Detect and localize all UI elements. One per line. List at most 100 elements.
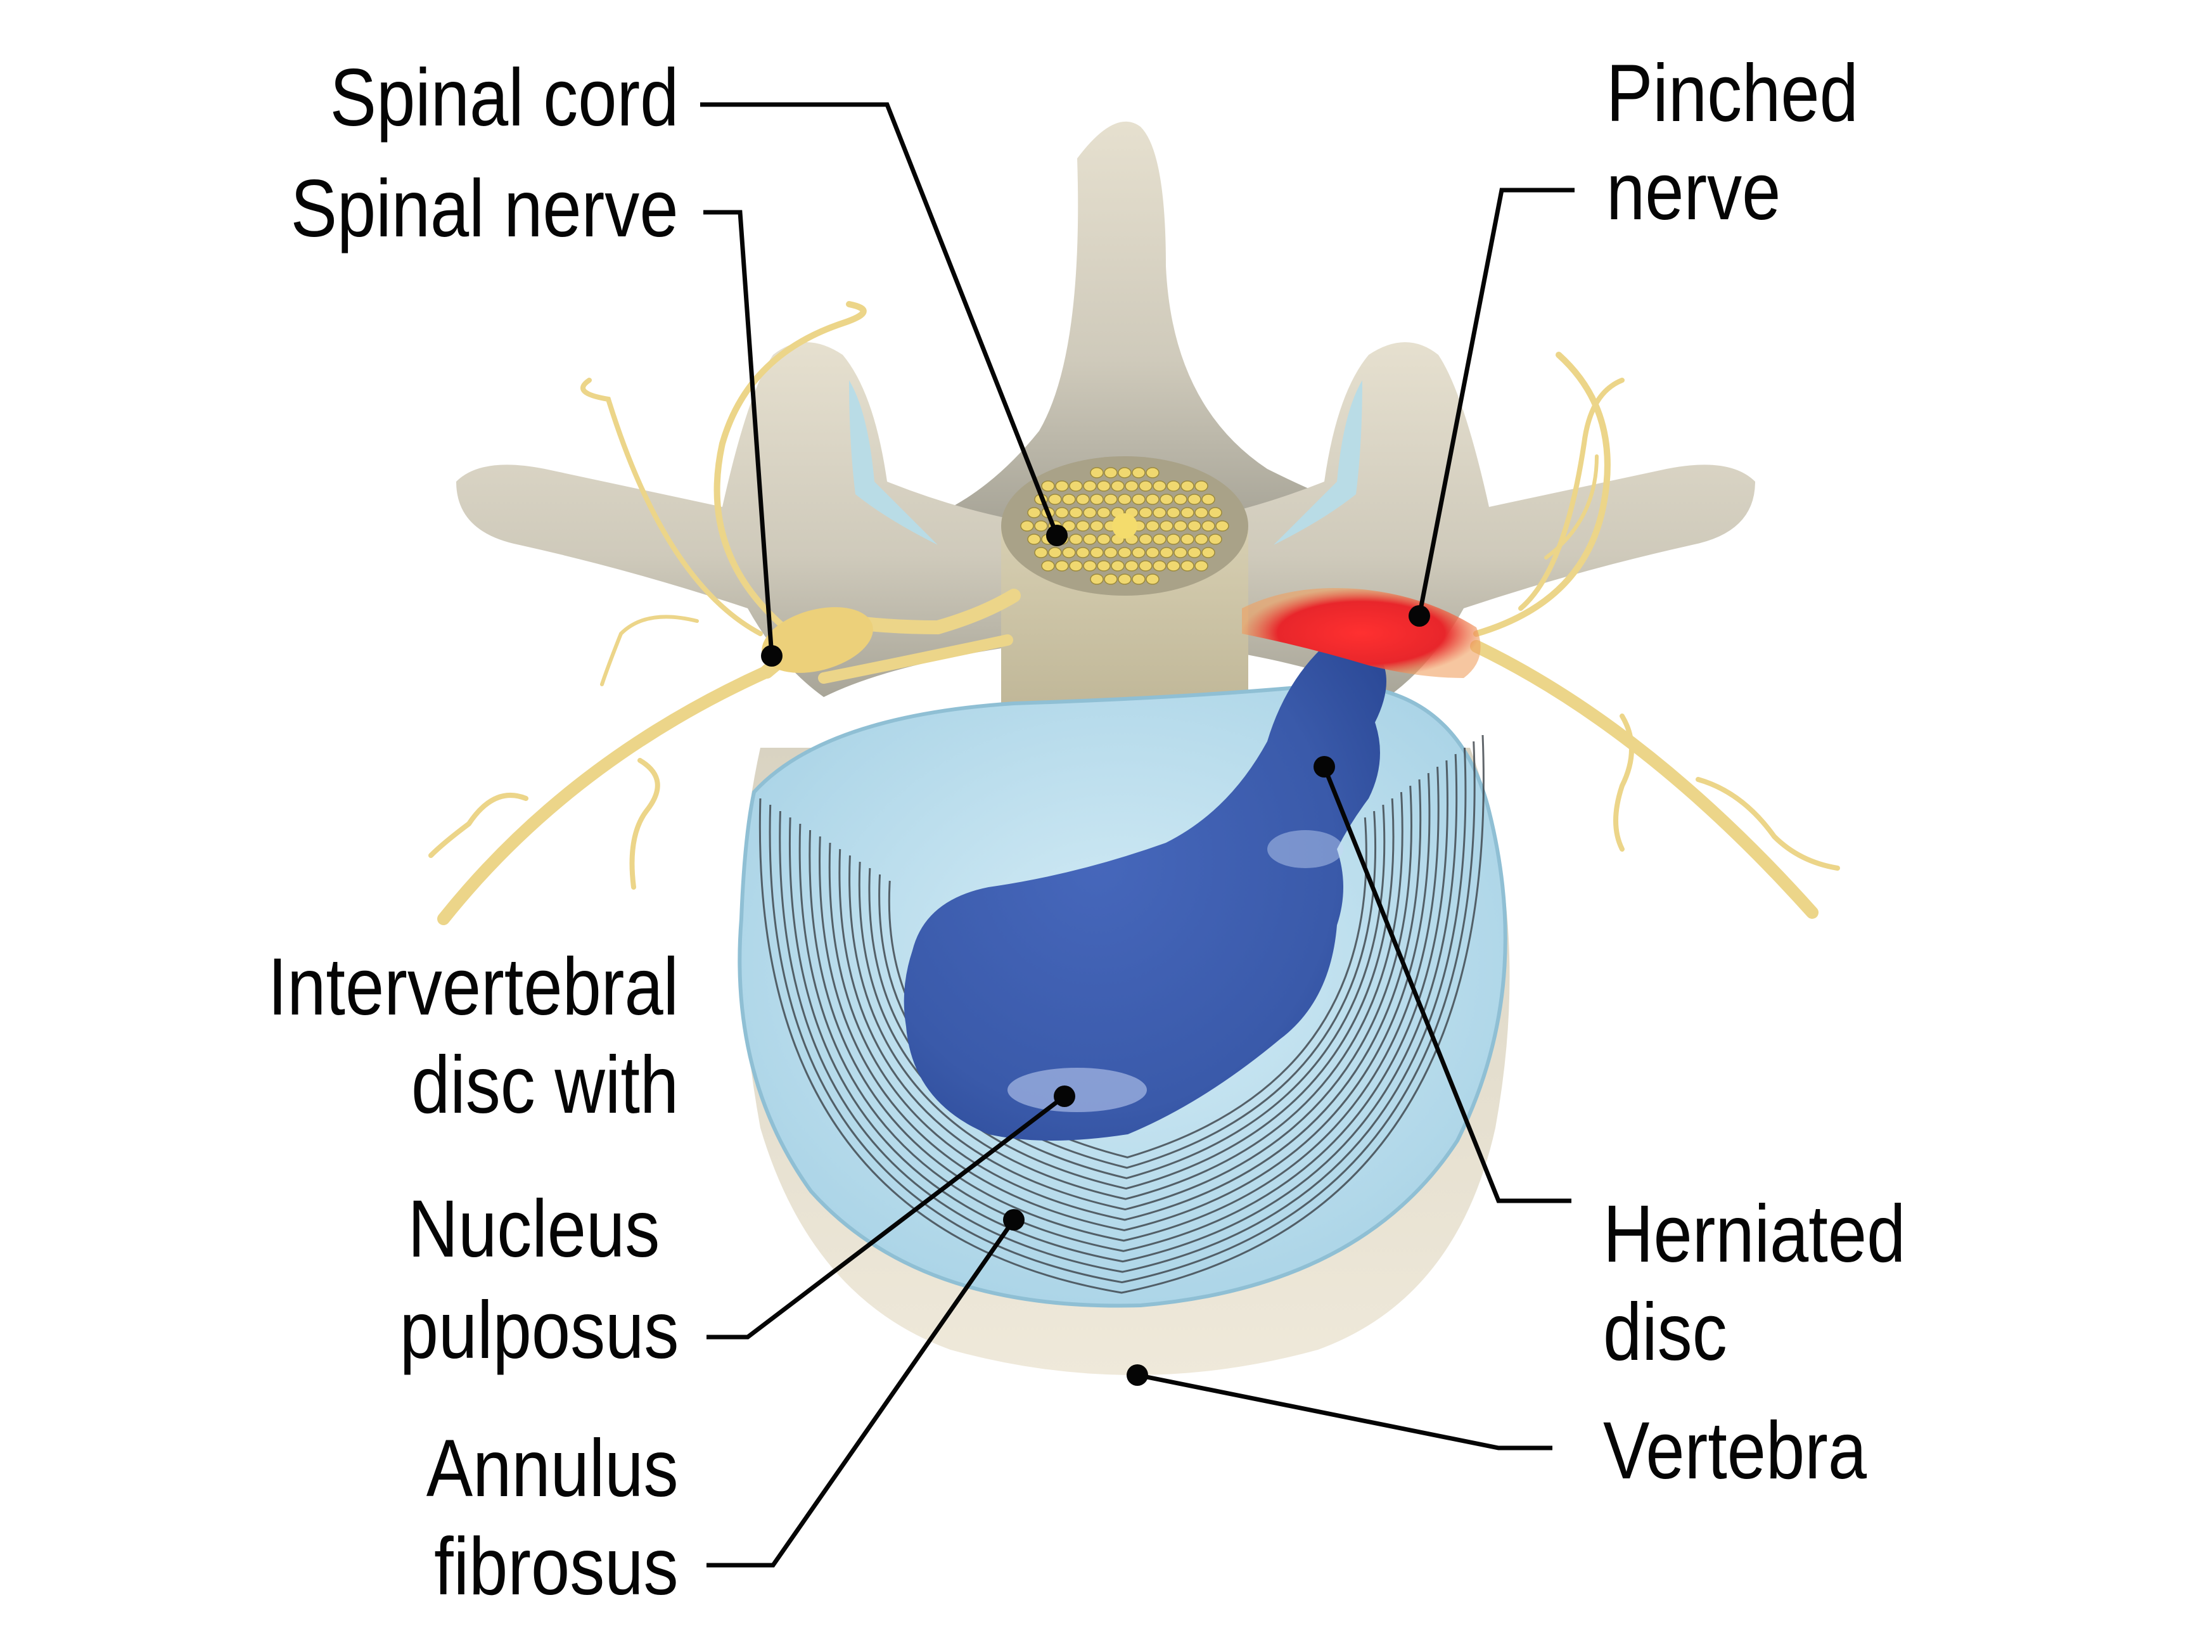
- annulus-ring: [828, 779, 1422, 1221]
- nerve-fiber: [1055, 480, 1069, 492]
- label-intervertebral-disc: Intervertebral disc with: [267, 938, 679, 1134]
- nerve-fiber: [1083, 507, 1097, 518]
- nerve-fiber: [1139, 534, 1153, 545]
- nerve-fiber: [1132, 494, 1146, 505]
- annulus-ring: [858, 798, 1395, 1190]
- annulus-ring: [779, 747, 1467, 1273]
- leader-spinal-cord: [700, 102, 1059, 537]
- nerve-fiber: [1160, 547, 1173, 558]
- label-annulus-fibrosus: Annulus fibrosus: [426, 1419, 679, 1616]
- dot-spinal-nerve: [761, 645, 783, 667]
- nerve-fiber: [1083, 534, 1097, 545]
- nerve-fiber: [1132, 573, 1146, 585]
- label-nucleus-pulposus: Nucleus pulposus: [399, 1179, 679, 1381]
- nerve-fiber: [1180, 560, 1194, 572]
- nerve-fiber: [1118, 573, 1132, 585]
- nerve-fiber: [1062, 494, 1076, 505]
- label-line: Nucleus: [407, 1184, 660, 1274]
- label-pinched-nerve: Pinched nerve: [1606, 44, 1858, 241]
- label-line: Spinal cord: [329, 53, 679, 143]
- leader-nucleus-pulposus: [706, 1094, 1066, 1340]
- nerve-fiber: [1187, 547, 1201, 558]
- nerve-fiber: [1167, 480, 1180, 492]
- nerve-fiber: [1076, 520, 1090, 532]
- annulus-ring: [878, 810, 1377, 1169]
- nerve-fiber: [1062, 520, 1076, 532]
- label-line: Intervertebral: [267, 942, 679, 1032]
- annulus-ring: [819, 772, 1431, 1231]
- label-line: disc: [1603, 1287, 1727, 1378]
- nerve-fiber: [1090, 467, 1104, 478]
- nerve-fiber: [1118, 547, 1132, 558]
- nerve-fiber: [1097, 560, 1111, 572]
- nerve-fiber: [1027, 507, 1041, 518]
- label-line: Annulus: [426, 1423, 679, 1514]
- leader-pinched-nerve: [1417, 188, 1575, 617]
- nerve-fiber: [1125, 480, 1139, 492]
- nerve-fiber: [1208, 507, 1222, 518]
- nerve-fiber: [1146, 494, 1160, 505]
- label-spinal-cord: Spinal cord: [329, 51, 679, 146]
- nucleus-highlight: [1267, 830, 1343, 868]
- nerve-fiber: [1132, 547, 1146, 558]
- nerve-fiber: [1167, 534, 1180, 545]
- nerve-fiber: [1125, 560, 1139, 572]
- nerve-fiber: [1069, 560, 1083, 572]
- annulus-ring: [848, 791, 1403, 1200]
- nerve-fiber: [1201, 547, 1215, 558]
- nerve-fiber: [1132, 467, 1146, 478]
- nerve-fiber: [1139, 480, 1153, 492]
- nerve-fiber: [1153, 480, 1167, 492]
- label-spinal-nerve: Spinal nerve: [291, 162, 679, 257]
- leader-herniated-disc: [1322, 765, 1571, 1203]
- nerve-fiber: [1069, 480, 1083, 492]
- nerve-fiber: [1048, 547, 1062, 558]
- annulus-ring: [788, 753, 1458, 1263]
- label-line: fibrosus: [434, 1521, 679, 1612]
- nerve-fiber: [1104, 494, 1118, 505]
- spinal-cord: [1001, 456, 1248, 716]
- nerve-fiber: [1187, 494, 1201, 505]
- label-herniated-disc: Herniated disc: [1603, 1185, 1905, 1381]
- leader-annulus-fibrosus: [706, 1218, 1016, 1568]
- nerve-fiber: [1167, 507, 1180, 518]
- nerve-fiber: [1118, 494, 1132, 505]
- nerve-fiber: [1180, 507, 1194, 518]
- nerve-fiber: [1194, 480, 1208, 492]
- nerve-fiber: [1139, 507, 1153, 518]
- nerve-fiber: [1097, 534, 1111, 545]
- nerve-fiber: [1146, 520, 1160, 532]
- annulus-ring: [798, 760, 1448, 1252]
- dot-annulus-fibrosus: [1003, 1209, 1025, 1231]
- nerve-fiber: [1055, 507, 1069, 518]
- nerve-fiber: [1173, 494, 1187, 505]
- nerve-fiber: [1111, 480, 1125, 492]
- nerve-fiber: [1153, 534, 1167, 545]
- nerve-fiber: [1041, 480, 1055, 492]
- nerve-fiber: [1208, 534, 1222, 545]
- nerve-fiber: [1062, 547, 1076, 558]
- annulus-ring: [868, 804, 1386, 1179]
- nerve-fiber: [1055, 560, 1069, 572]
- nerve-fiber: [1153, 560, 1167, 572]
- nerve-fiber: [1034, 520, 1048, 532]
- nerve-fiber: [1034, 547, 1048, 558]
- leader-dots: [761, 525, 1430, 1386]
- nerve-fiber: [1194, 534, 1208, 545]
- spinous-process: [925, 121, 1394, 520]
- nerve-fiber: [1097, 480, 1111, 492]
- nerve-fiber: [1146, 573, 1160, 585]
- nerve-fiber: [1167, 560, 1180, 572]
- nerve-fiber: [1194, 560, 1208, 572]
- label-vertebra: Vertebra: [1603, 1404, 1867, 1499]
- nerve-fiber: [1153, 507, 1167, 518]
- dot-herniated-disc: [1314, 756, 1335, 778]
- nerve-fiber: [1027, 534, 1041, 545]
- nerve-fiber: [1118, 467, 1132, 478]
- nerve-fiber: [1090, 494, 1104, 505]
- label-line: Vertebra: [1603, 1405, 1867, 1496]
- nerve-fiber: [1104, 573, 1118, 585]
- label-line: Spinal nerve: [291, 163, 679, 254]
- label-line: disc with: [411, 1040, 679, 1130]
